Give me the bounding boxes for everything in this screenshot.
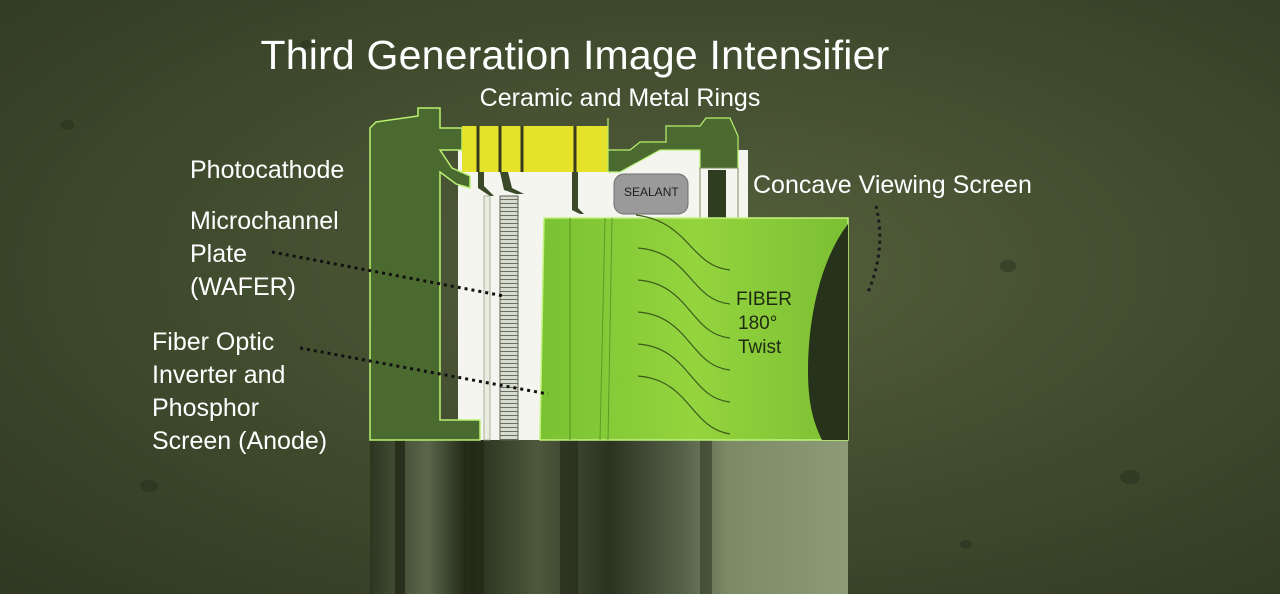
microchannel-plate xyxy=(499,195,519,441)
label-sealant: SEALANT xyxy=(624,185,679,199)
inverter-seam xyxy=(599,217,606,441)
tube-body-shadow xyxy=(560,438,578,594)
leader-line-concave xyxy=(866,205,882,293)
label-fiber-optic-line2: Inverter and xyxy=(152,361,286,389)
fiber-optic-inverter xyxy=(539,217,849,441)
background-speck xyxy=(300,40,312,49)
background-speck xyxy=(60,120,74,130)
tube-body-shadow xyxy=(395,438,405,594)
background-speck xyxy=(1120,470,1140,484)
diagram-subtitle: Ceramic and Metal Rings xyxy=(479,84,761,112)
fiber-strand-curve xyxy=(637,311,731,371)
label-fiber-twist-line3: Twist xyxy=(738,337,782,358)
fiber-strand-curve xyxy=(637,279,731,339)
label-photocathode: Photocathode xyxy=(190,156,345,184)
background-speck xyxy=(1000,260,1016,272)
label-fiber-optic-line4: Screen (Anode) xyxy=(152,427,328,455)
inverter-seam xyxy=(607,217,613,441)
label-fiber-twist-line2: 180° xyxy=(738,313,778,334)
tube-body-photo xyxy=(370,438,848,594)
ceramic-ring xyxy=(462,126,608,172)
photocathode-window xyxy=(483,195,491,441)
label-fiber-optic-line3: Phosphor xyxy=(152,394,260,422)
fiber-strand-curve xyxy=(637,247,731,305)
label-microchannel-line1: Microchannel xyxy=(190,207,339,235)
tube-body-shadow xyxy=(700,438,712,594)
photocathode-housing xyxy=(369,107,481,441)
upper-right-housing xyxy=(607,117,739,173)
label-fiber-optic-line1: Fiber Optic xyxy=(152,328,275,356)
background-speck xyxy=(960,540,972,549)
leader-line-fiber-optic xyxy=(299,346,549,396)
concave-viewing-screen xyxy=(808,224,848,440)
sealant-blob xyxy=(613,173,689,215)
tube-body-shadow xyxy=(470,438,484,594)
metal-ring-tab xyxy=(478,172,494,196)
metal-ring-tab xyxy=(572,172,584,214)
diagram-title: Third Generation Image Intensifier xyxy=(260,32,890,78)
fiber-strand-curve xyxy=(637,343,731,403)
metal-ring-tab xyxy=(500,172,524,194)
label-fiber-twist-line1: FIBER xyxy=(736,289,792,310)
fiber-strand-curve xyxy=(635,214,731,271)
label-microchannel-line3: (WAFER) xyxy=(190,273,296,301)
fiber-strand-curve xyxy=(637,375,731,435)
housing-post xyxy=(708,170,726,218)
background-speck xyxy=(140,480,158,492)
label-concave-viewing-screen: Concave Viewing Screen xyxy=(753,171,1032,199)
label-microchannel-line2: Plate xyxy=(190,240,247,268)
leader-line-microchannel xyxy=(271,250,505,298)
